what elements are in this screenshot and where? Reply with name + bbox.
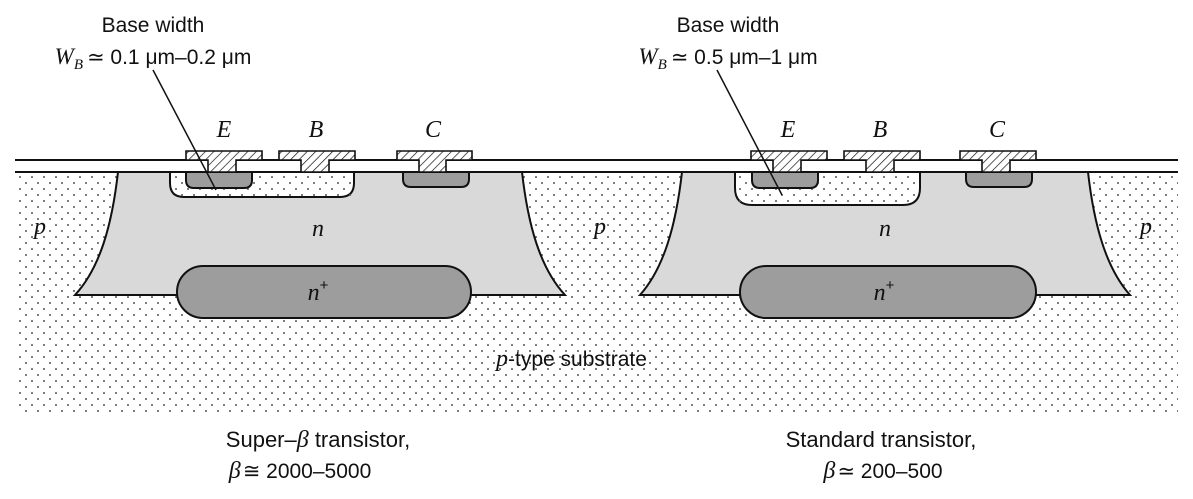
emitter-region: [751, 171, 819, 189]
collector-contact-region: [965, 171, 1033, 188]
p-region-label-left: p: [32, 214, 46, 240]
collector-contact: [959, 150, 1037, 173]
n-epi-region: [72, 171, 568, 296]
p-region-label-middle: p: [592, 214, 606, 240]
collector-contact-region: [402, 171, 470, 188]
caption-name: Standard transistor,: [786, 427, 977, 452]
collector-label: C: [989, 117, 1006, 143]
base-width-pointer-line: [152, 69, 217, 191]
emitter-label: E: [216, 117, 232, 143]
base-width-title: Base width: [102, 14, 205, 37]
caption-name: Super–β transistor,: [226, 427, 410, 453]
n-plus-buried-layer: [176, 265, 472, 319]
emitter-contact: [185, 150, 263, 173]
n-region-label: n: [312, 216, 324, 242]
emitter-label: E: [780, 117, 796, 143]
base-contact: [843, 150, 921, 173]
emitter-contact: [750, 150, 828, 173]
n-plus-region-label: n+: [308, 277, 329, 306]
base-width-pointer-line: [716, 69, 783, 196]
n-plus-buried-layer: [739, 265, 1037, 319]
collector-label: C: [425, 117, 442, 143]
base-width-value: WB≃ 0.1 μm–0.2 μm: [55, 44, 252, 73]
caption-beta: β≃ 200–500: [822, 458, 942, 484]
n-plus-region-label: n+: [874, 277, 895, 306]
p-region-label-right: p: [1138, 214, 1152, 240]
base-label: B: [309, 117, 324, 143]
n-region-label: n: [879, 216, 891, 242]
super-beta-transistor: [72, 171, 568, 319]
base-width-value: WB≃ 0.5 μm–1 μm: [638, 44, 817, 73]
metal-contacts: [185, 150, 1037, 173]
substrate-label: p-type substrate: [494, 346, 647, 372]
base-label: B: [873, 117, 888, 143]
standard-transistor: [637, 171, 1133, 319]
collector-contact: [396, 150, 473, 173]
base-contact: [278, 150, 356, 173]
emitter-region: [185, 171, 253, 189]
base-width-title: Base width: [677, 14, 780, 37]
caption-beta: β≅ 2000–5000: [228, 458, 372, 484]
